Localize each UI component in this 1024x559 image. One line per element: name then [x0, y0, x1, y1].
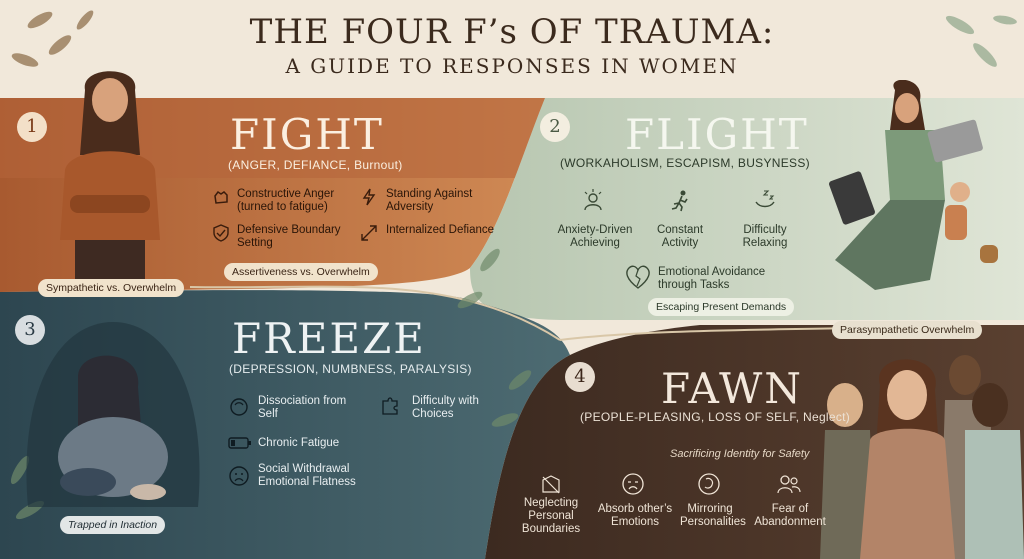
fight-item-3: Defensive Boundary Setting — [237, 224, 341, 249]
fight-pill: Assertiveness vs. Overwhelm — [224, 263, 378, 281]
fawn-title: FAWN — [661, 364, 804, 413]
flight-item-2: Constant Activity — [656, 224, 704, 249]
people-icon — [777, 475, 801, 494]
freeze-item-1: Dissociation from Self — [258, 395, 347, 420]
freeze-pill: Trapped in Inaction — [60, 516, 166, 534]
broken-heart-icon — [626, 265, 650, 289]
tearful-face-icon — [622, 473, 644, 495]
fawn-item-3: Mirroring Personalities — [680, 503, 746, 528]
freeze-subtitle: (DEPRESSION, NUMBNESS, PARALYSIS) — [229, 362, 472, 376]
fist-icon — [214, 190, 228, 204]
puzzle-icon — [382, 397, 398, 415]
flight-item-1: Anxiety-Driven Achieving — [557, 224, 633, 249]
running-icon — [671, 190, 688, 212]
page-title: THE FOUR F’s OF TRAUMA: — [249, 12, 775, 52]
fight-item-1: Constructive Anger (turned to fatigue) — [237, 188, 335, 213]
head-icon — [230, 398, 248, 416]
fawn-item-4: Fear of Abandonment — [754, 503, 826, 528]
fight-title: FIGHT — [230, 110, 384, 159]
mirror-head-icon — [698, 473, 720, 495]
freeze-item-2: Difficulty with Choices — [412, 395, 479, 420]
freeze-title: FREEZE — [232, 314, 426, 363]
sad-face-icon — [229, 466, 249, 486]
fight-item-4: Internalized Defiance — [386, 224, 495, 236]
low-battery-icon — [228, 437, 251, 449]
freeze-item-4: Social Withdrawal Emotional Flatness — [258, 463, 356, 488]
flight-pill: Escaping Present Demands — [648, 298, 795, 316]
flight-subtitle: (WORKAHOLISM, ESCAPISM, BUSYNESS) — [560, 156, 810, 170]
arrows-icon — [361, 225, 377, 241]
flight-edge-pill: Parasympathetic Overwhelm — [832, 321, 983, 339]
flight-number-badge: 2 — [540, 112, 570, 142]
flight-woman-illustration — [829, 80, 998, 290]
sleep-icon — [755, 190, 775, 208]
freeze-woman-illustration — [26, 322, 200, 507]
fawn-item-2: Absorb other’s Emotions — [597, 503, 673, 528]
fight-edge-pill: Sympathetic vs. Overwhelm — [38, 279, 185, 297]
fight-item-2: Standing Against Adversity — [386, 188, 473, 213]
freeze-item-3: Chronic Fatigue — [258, 437, 340, 449]
fawn-number-badge: 4 — [565, 362, 595, 392]
fawn-group-illustration — [820, 355, 1024, 559]
fight-woman-illustration — [60, 71, 160, 285]
shield-check-icon — [213, 224, 229, 242]
fight-number-badge: 1 — [17, 112, 47, 142]
fawn-tagline: Sacrificing Identity for Safety — [670, 448, 810, 460]
lightning-icon — [362, 188, 376, 206]
fight-subtitle: (ANGER, DEFIANCE, Burnout) — [228, 158, 403, 172]
page-subtitle: A GUIDE TO RESPONSES IN WOMEN — [285, 54, 739, 78]
fawn-item-1: Neglecting Personal Boundaries — [521, 497, 581, 535]
flight-item-3: Difficulty Relaxing — [742, 224, 788, 249]
crossed-boundary-icon — [542, 475, 560, 494]
flight-title: FLIGHT — [625, 110, 809, 159]
header: THE FOUR F’s OF TRAUMA: A GUIDE TO RESPO… — [0, 12, 1024, 78]
person-sun-icon — [584, 189, 602, 211]
freeze-number-badge: 3 — [15, 315, 45, 345]
fawn-subtitle: (PEOPLE-PLEASING, LOSS OF SELF, Neglect) — [580, 410, 851, 424]
flight-item-4: Emotional Avoidance through Tasks — [658, 266, 766, 291]
